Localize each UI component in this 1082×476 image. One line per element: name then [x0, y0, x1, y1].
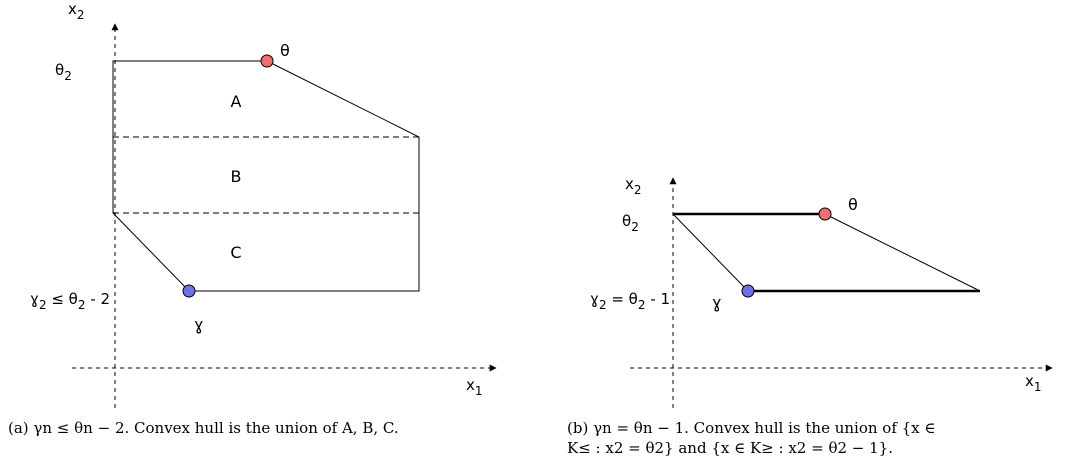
panel-a-region-c: C — [230, 243, 241, 262]
panel-a-theta-point — [260, 54, 274, 68]
panel-a-region-a: A — [231, 92, 242, 111]
panel-b-diagram: x2 x1 θ2 ɣ2 = θ2 - 1 θ ɣ — [590, 175, 1053, 408]
panel-b-caption: (b) γn = θn − 1. Convex hull is the unio… — [567, 418, 1073, 458]
panel-a-caption-text: (a) γn ≤ θn − 2. Convex hull is the unio… — [8, 419, 399, 437]
panel-b-theta-label: θ — [848, 195, 858, 214]
panel-b-caption-line1: (b) γn = θn − 1. Convex hull is the unio… — [567, 419, 936, 437]
panel-a-theta-label: θ — [280, 41, 290, 60]
panel-b-y-axis-label: x2 — [625, 175, 642, 197]
panel-b-edge-right — [824, 213, 981, 292]
panel-a-hull-outline — [112, 60, 420, 292]
panel-a-region-b: B — [231, 167, 242, 186]
panel-b-edge-left — [672, 213, 749, 292]
panel-a-gamma-label: ɣ — [194, 315, 204, 334]
panel-a-theta2-label: θ2 — [55, 61, 72, 83]
panel-a-caption: (a) γn ≤ θn − 2. Convex hull is the unio… — [8, 418, 528, 438]
panel-a-gamma-point — [182, 284, 196, 298]
panel-b-theta-point — [818, 207, 832, 221]
panel-b-caption-line2: K≤ : x2 = θ2} and {x ∈ K≥ : x2 = θ2 − 1}… — [567, 439, 893, 457]
panel-b-x-axis-label: x1 — [1025, 372, 1042, 394]
panel-b-gamma-label: ɣ — [712, 293, 722, 312]
panel-a-y-axis-label: x2 — [68, 0, 85, 22]
panel-b-theta2-label: θ2 — [622, 212, 639, 234]
panel-b-gamma2-label: ɣ2 = θ2 - 1 — [590, 290, 670, 312]
panel-a-gamma2-label: ɣ2 ≤ θ2 - 2 — [30, 290, 110, 312]
panel-a-diagram: x2 x1 θ2 ɣ2 ≤ θ2 - 2 A B C θ ɣ — [30, 0, 497, 408]
panel-b-gamma-point — [741, 284, 755, 298]
panel-a-x-axis-label: x1 — [466, 376, 483, 398]
